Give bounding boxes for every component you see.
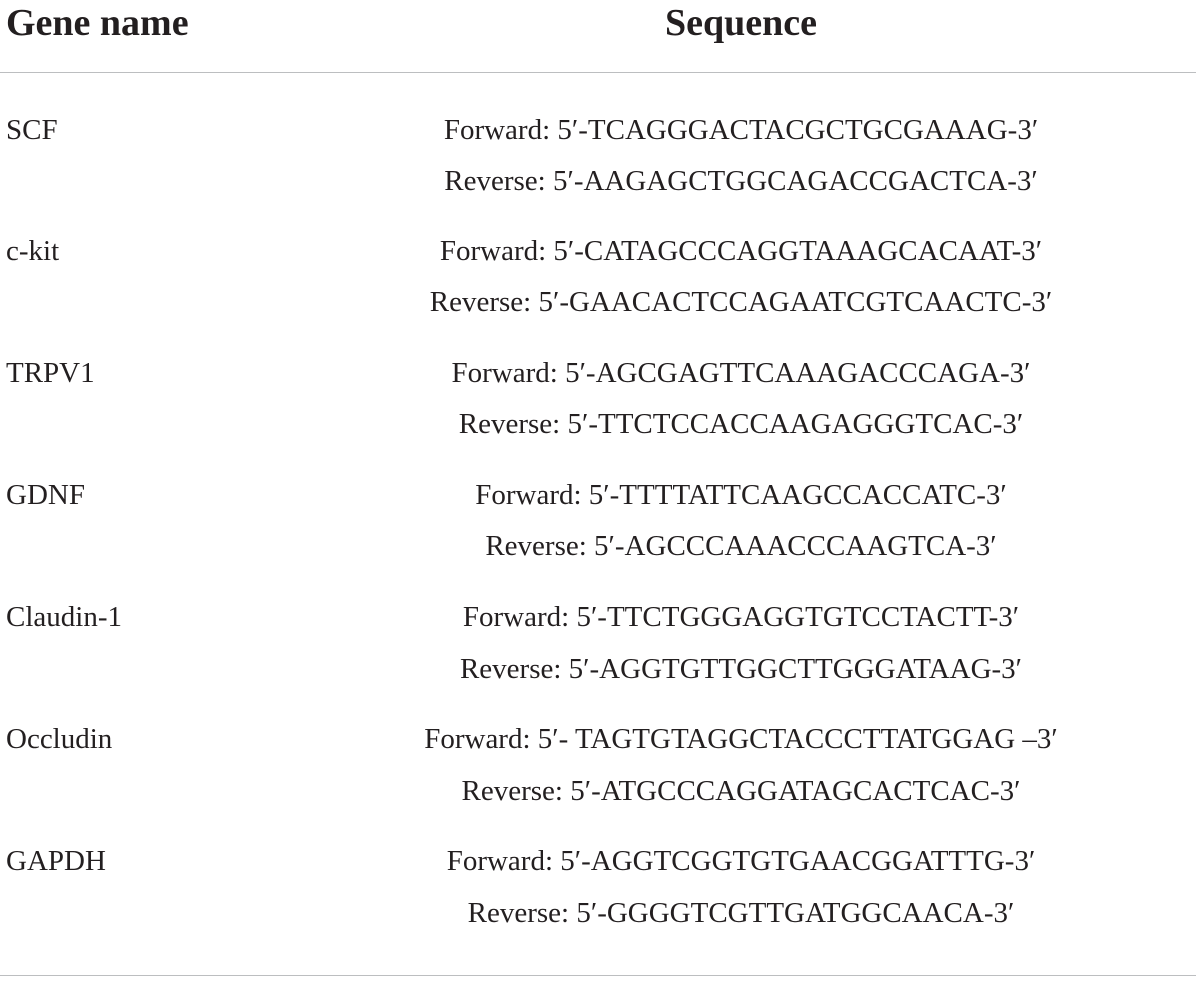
- header-gene-name: Gene name: [6, 2, 189, 44]
- gene-name-claudin-1: Claudin-1: [6, 601, 122, 633]
- table-header: Gene name Sequence: [0, 0, 1200, 72]
- gene-name-occludin: Occludin: [6, 723, 113, 755]
- gene-name-gapdh: GAPDH: [6, 845, 106, 877]
- forward-primer-gdnf: Forward: 5′-TTTTATTCAAGCCACCATC-3′: [475, 479, 1007, 511]
- gene-name-trpv1: TRPV1: [6, 357, 95, 389]
- forward-primer-occludin: Forward: 5′- TAGTGTAGGCTACCCTTATGGAG –3′: [424, 723, 1058, 755]
- reverse-primer-claudin-1: Reverse: 5′-AGGTGTTGGCTTGGGATAAG-3′: [459, 653, 1023, 685]
- forward-primer-scf: Forward: 5′-TCAGGGACTACGCTGCGAAAG-3′: [443, 114, 1039, 146]
- reverse-primer-trpv1: Reverse: 5′-TTCTCCACCAAGAGGGTCAC-3′: [458, 408, 1024, 440]
- reverse-primer-occludin: Reverse: 5′-ATGCCCAGGATAGCACTCAC-3′: [461, 775, 1021, 807]
- forward-primer-c-kit: Forward: 5′-CATAGCCCAGGTAAAGCACAAT-3′: [439, 235, 1043, 267]
- bottom-rule: [0, 975, 1196, 976]
- gene-name-c-kit: c-kit: [6, 235, 60, 267]
- reverse-primer-scf: Reverse: 5′-AAGAGCTGGCAGACCGACTCA-3′: [444, 165, 1038, 197]
- forward-primer-gapdh: Forward: 5′-AGGTCGGTGTGAACGGATTTG-3′: [446, 845, 1036, 877]
- forward-primer-claudin-1: Forward: 5′-TTCTGGGAGGTGTCCTACTT-3′: [462, 601, 1020, 633]
- gene-name-scf: SCF: [6, 114, 58, 146]
- header-rule: [0, 72, 1196, 73]
- gene-name-gdnf: GDNF: [6, 479, 85, 511]
- reverse-primer-gapdh: Reverse: 5′-GGGGTCGTTGATGGCAACA-3′: [467, 897, 1015, 929]
- reverse-primer-c-kit: Reverse: 5′-GAACACTCCAGAATCGTCAACTC-3′: [429, 286, 1053, 318]
- forward-primer-trpv1: Forward: 5′-AGCGAGTTCAAAGACCCAGA-3′: [451, 357, 1031, 389]
- header-sequence: Sequence: [665, 2, 817, 44]
- reverse-primer-gdnf: Reverse: 5′-AGCCCAAACCCAAGTCA-3′: [485, 530, 997, 562]
